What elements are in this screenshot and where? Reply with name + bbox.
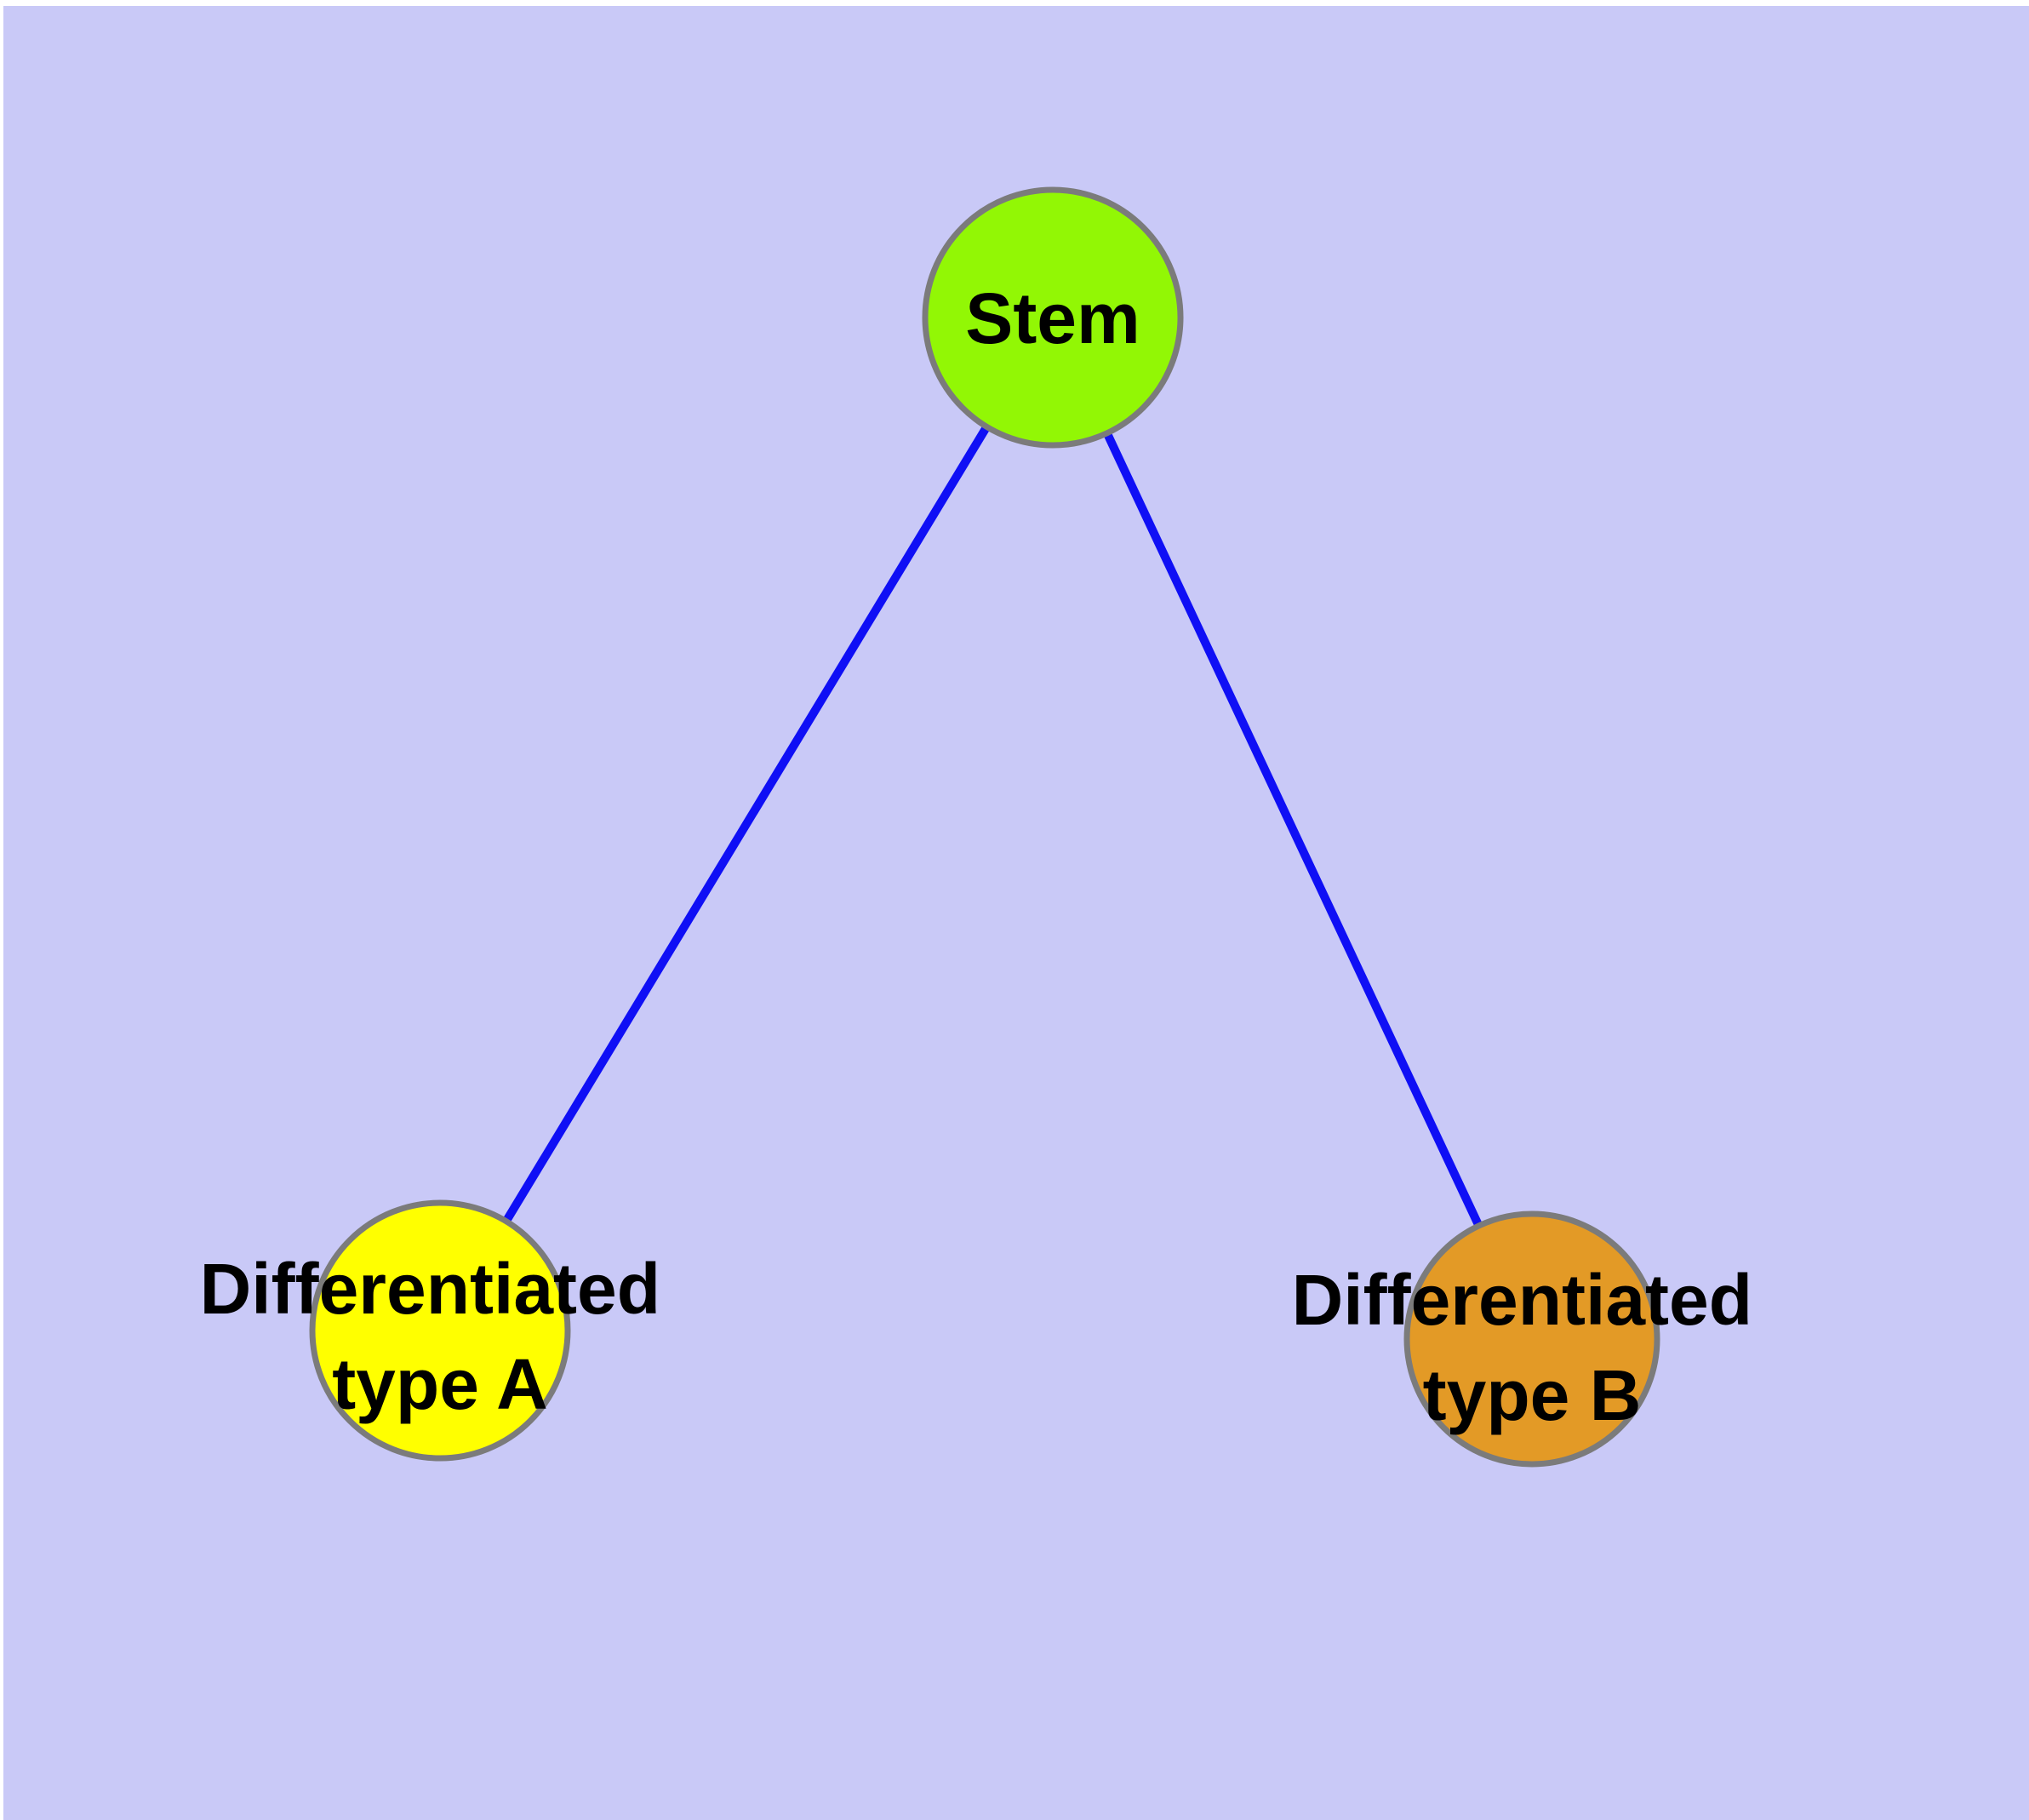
node-type-a-label-line1: Differentiated	[200, 1249, 660, 1329]
node-type-b-label: Differentiated type B	[1292, 1260, 1773, 1435]
node-stem-label: Stem	[965, 278, 1140, 358]
node-type-b-label-line2: type B	[1423, 1355, 1642, 1435]
edge-stem-to-type-a	[436, 315, 1057, 1333]
node-type-a-label-line2: type A	[332, 1344, 548, 1424]
node-type-b-label-line1: Differentiated	[1292, 1260, 1752, 1340]
node-differentiated-type-b	[1403, 1210, 1660, 1468]
edge-stem-to-type-b	[1049, 315, 1536, 1342]
node-stem	[922, 186, 1184, 449]
node-differentiated-type-a	[309, 1199, 571, 1462]
node-type-a-label: Differentiated type A	[200, 1249, 681, 1424]
